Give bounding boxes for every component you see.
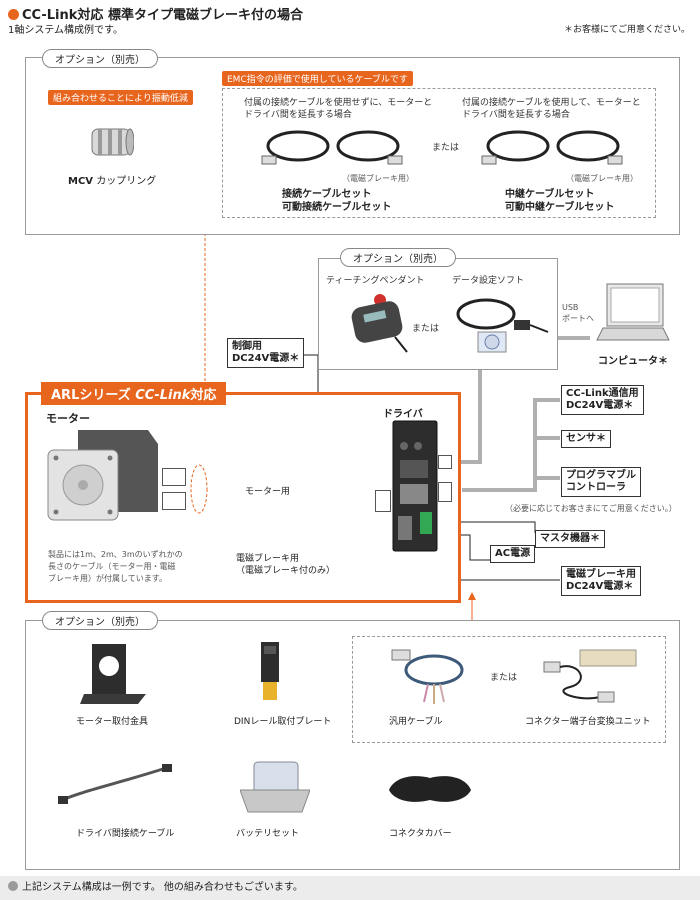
included-cable-note: 製品には1m、2m、3mのいずれかの 長さのケーブル（モーター用・電磁 ブレーキ… bbox=[48, 550, 183, 583]
brake-note-right: （電磁ブレーキ用） bbox=[566, 174, 638, 183]
connector-cover-label: コネクタカバー bbox=[389, 829, 452, 839]
driver-cable-label: ドライバ間接続ケーブル bbox=[76, 829, 175, 839]
right-desc: 付属の接続ケーブルを使用して、モーターと ドライバ間を延長する場合 bbox=[462, 98, 641, 120]
din-plate-icon bbox=[261, 642, 279, 700]
brake-cable-label: 電磁ブレーキ用 （電磁ブレーキ付のみ） bbox=[236, 554, 336, 576]
control-power-box: 制御用 DC24V電源＊ bbox=[227, 338, 305, 368]
din-plate-label: DINレール取付プレート bbox=[234, 717, 332, 727]
motor-connector-2 bbox=[162, 492, 186, 510]
included-cable-loop-icon bbox=[190, 464, 208, 514]
motor-bracket-icon bbox=[80, 644, 146, 704]
general-cable-label: 汎用ケーブル bbox=[389, 717, 443, 727]
bottom-dashed-box bbox=[352, 636, 666, 743]
battery-icon bbox=[240, 761, 310, 813]
or-text-top: または bbox=[432, 143, 460, 153]
page-title: CC-Link対応 標準タイプ電磁ブレーキ付の場合 bbox=[8, 4, 303, 23]
coupling-tag: 組み合わせることにより振動低減 bbox=[48, 90, 193, 105]
emc-dashed-box bbox=[222, 88, 656, 218]
customer-note: ＊お客様にてご用意ください。 bbox=[563, 25, 690, 35]
cclink-power-box: CC-Link通信用 DC24V電源＊ bbox=[561, 385, 644, 415]
motor-icon bbox=[47, 430, 158, 521]
mid-option-tab: オプション（別売） bbox=[340, 248, 456, 267]
driver-port-2 bbox=[438, 482, 452, 502]
footer-dot-icon bbox=[8, 881, 18, 891]
software-label: データ設定ソフト bbox=[452, 276, 525, 286]
motor-connector-1 bbox=[162, 468, 186, 486]
plc-note: （必要に応じてお客さまにてご用意ください。） bbox=[505, 504, 677, 513]
bottom-option-tab: オプション（別売） bbox=[42, 611, 158, 630]
general-cable-icon bbox=[391, 649, 464, 704]
usb-label: USB ポートへ bbox=[562, 303, 594, 323]
page-subtitle: 1軸システム構成例です。 bbox=[8, 25, 124, 36]
left-set-label: 接続ケーブルセット 可動接続ケーブルセット bbox=[282, 189, 392, 213]
top-option-tab: オプション（別売） bbox=[42, 49, 158, 68]
connector-cover-icon bbox=[389, 776, 471, 802]
coupling-label: MCV カップリング bbox=[68, 176, 157, 187]
driver-cable-icon bbox=[58, 764, 172, 804]
arl-series-tab: ARLシリーズ CC-Link対応 bbox=[41, 382, 227, 405]
connection-cable-icon bbox=[261, 130, 403, 165]
computer-label: コンピュータ＊ bbox=[598, 356, 668, 367]
driver-port-1 bbox=[438, 455, 452, 469]
software-cable-icon bbox=[456, 298, 549, 353]
brake-note-left: （電磁ブレーキ用） bbox=[342, 174, 414, 183]
computer-icon bbox=[596, 283, 670, 341]
bullet-dot-icon bbox=[8, 9, 19, 20]
terminal-unit-label: コネクター端子台変換ユニット bbox=[525, 717, 651, 727]
battery-label: バッテリセット bbox=[236, 829, 300, 839]
motor-label: モーター bbox=[46, 412, 90, 425]
master-box: マスタ機器＊ bbox=[535, 530, 605, 548]
top-option-box bbox=[25, 57, 680, 235]
sensor-box: センサ＊ bbox=[561, 430, 611, 448]
teaching-pendant-icon bbox=[351, 294, 408, 353]
driver-icon bbox=[392, 420, 438, 552]
left-desc: 付属の接続ケーブルを使用せずに、モーターと ドライバ間を延長する場合 bbox=[244, 98, 433, 120]
motor-bracket-label: モーター取付金具 bbox=[76, 717, 149, 727]
teaching-label: ティーチングペンダント bbox=[326, 276, 425, 286]
brake-power-box: 電磁ブレーキ用 DC24V電源＊ bbox=[561, 566, 641, 596]
right-set-label: 中継ケーブルセット 可動中継ケーブルセット bbox=[505, 189, 615, 213]
coupling-icon bbox=[91, 128, 134, 156]
extension-cable-icon bbox=[481, 130, 623, 165]
emc-tag: EMC指令の評価で使用しているケーブルです bbox=[222, 71, 413, 86]
or-text-mid: または bbox=[412, 324, 440, 334]
footer: 上記システム構成は一例です。 他の組み合わせもございます。 bbox=[0, 876, 700, 900]
motor-cable-label: モーター用 bbox=[245, 487, 291, 497]
driver-label: ドライバ bbox=[383, 409, 423, 420]
driver-connector bbox=[375, 490, 391, 512]
ac-power-box: AC電源 bbox=[490, 545, 536, 563]
or-text-bottom: または bbox=[490, 673, 518, 683]
plc-box: プログラマブル コントローラ bbox=[561, 467, 641, 497]
terminal-unit-icon bbox=[543, 649, 637, 703]
